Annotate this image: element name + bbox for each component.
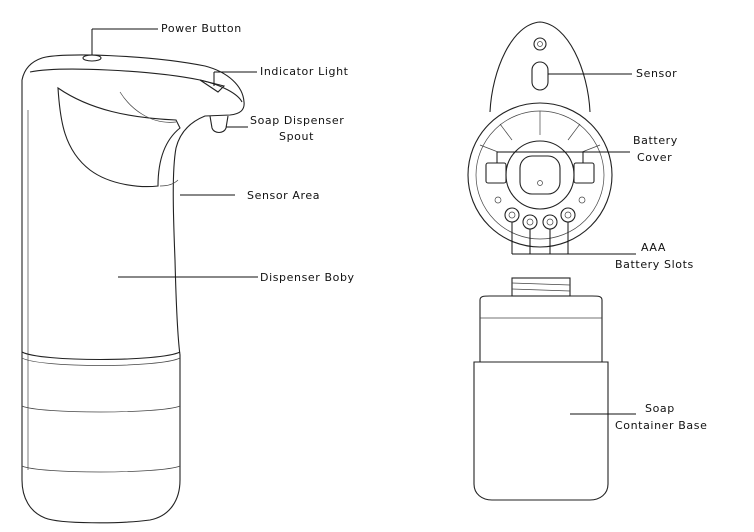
right-clip <box>573 162 595 184</box>
top-screw <box>533 37 547 51</box>
label-soap-base-2: Container Base <box>615 419 707 432</box>
soap-container-base <box>473 277 609 501</box>
teardrop-head <box>489 21 591 113</box>
label-indicator-light: Indicator Light <box>260 65 349 78</box>
battery-cover <box>519 155 561 195</box>
sensor-shape <box>531 61 549 91</box>
small-screw-left <box>494 196 502 204</box>
sensor-window <box>57 86 181 188</box>
container-lower <box>473 361 609 501</box>
label-aaa-1: AAA <box>641 241 666 254</box>
left-leaders <box>91 28 258 278</box>
label-dispenser-body: Dispenser Boby <box>260 271 355 284</box>
label-battery-cover-2: Cover <box>637 151 672 164</box>
battery-slots <box>504 207 576 230</box>
container-shoulder <box>479 295 603 363</box>
label-spout-2: Spout <box>279 130 314 143</box>
radial-ribs <box>479 111 601 153</box>
base-ring-1b <box>21 357 181 366</box>
battery-cover-ring <box>505 140 575 210</box>
label-spout-1: Soap Dispenser <box>250 114 344 127</box>
battery-cover-screw <box>537 180 543 186</box>
base-ring-3 <box>21 465 181 473</box>
dispenser-side-view <box>21 54 245 524</box>
base-circle-outer <box>467 102 613 248</box>
label-aaa-2: Battery Slots <box>615 258 694 271</box>
label-battery-cover-1: Battery <box>633 134 678 147</box>
label-power-button: Power Button <box>161 22 242 35</box>
sensor-window-shade <box>119 91 177 123</box>
power-button-shape <box>82 54 102 62</box>
top-screw-inner <box>537 41 543 47</box>
base-ring-2 <box>21 405 181 413</box>
right-leaders <box>496 73 636 415</box>
small-screw-right <box>578 196 586 204</box>
label-sensor-area: Sensor Area <box>247 189 320 202</box>
left-clip <box>485 162 507 184</box>
dispenser-outline <box>21 54 245 524</box>
top-cap <box>29 68 243 103</box>
sensor-area-band <box>159 179 179 187</box>
dispenser-underside-view <box>467 21 613 248</box>
spout-shape <box>209 115 229 134</box>
label-soap-base-1: Soap <box>645 402 675 415</box>
thread-neck <box>511 277 571 297</box>
base-ring-1 <box>21 351 181 361</box>
label-sensor: Sensor <box>636 67 677 80</box>
indicator-light-mark <box>199 79 226 93</box>
